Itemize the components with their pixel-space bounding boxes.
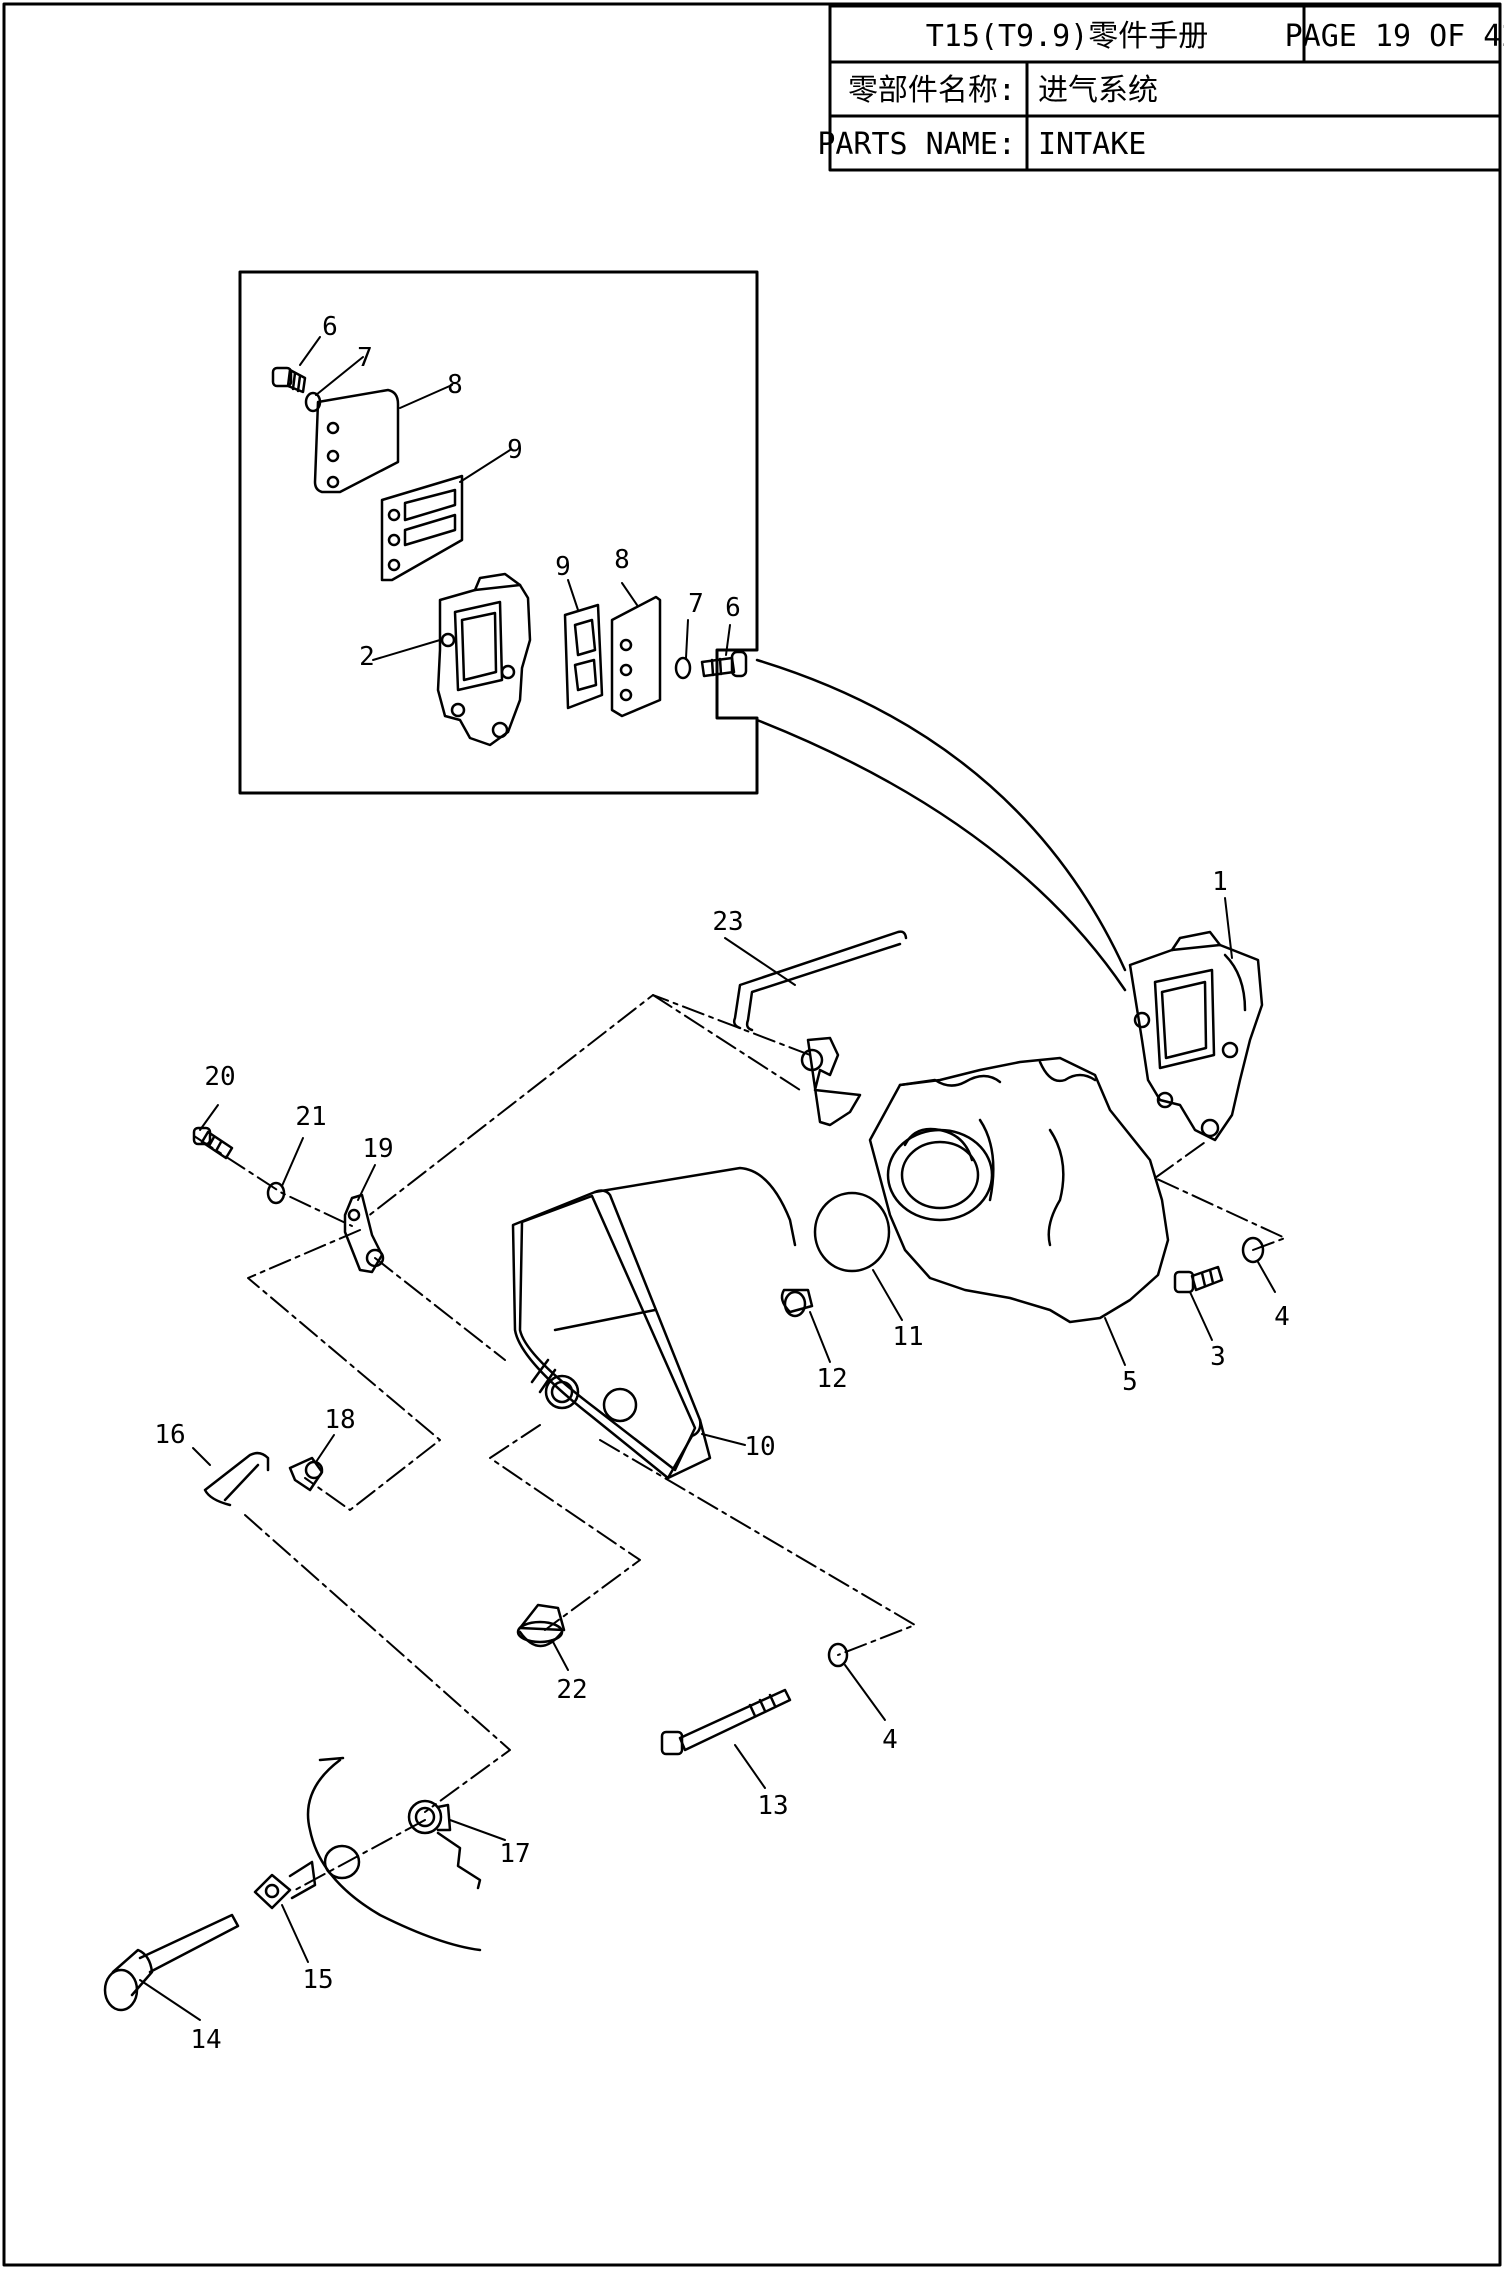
callout-11: 11	[892, 1322, 923, 1352]
title-block: T15(T9.9)零件手册 PAGE 19 OF 42 零部件名称: 进气系统 …	[817, 4, 1504, 172]
callout-5: 5	[1122, 1367, 1138, 1397]
callout-4-lower: 4	[882, 1725, 898, 1755]
callout-7-inset-right: 7	[688, 589, 704, 619]
callout-9-inset-top: 9	[507, 435, 523, 465]
intake-manifold-5	[868, 1056, 1170, 1324]
callout-22: 22	[556, 1675, 587, 1705]
callout-20: 20	[204, 1062, 235, 1092]
callout-8-inset-top: 8	[447, 370, 463, 400]
assembly-centerlines	[193, 994, 1286, 1891]
callout-8-inset-right: 8	[614, 545, 630, 575]
plug-22	[516, 1603, 566, 1648]
parts-name-label-cn: 零部件名称:	[848, 73, 1016, 108]
callout-14: 14	[190, 2025, 221, 2055]
inset-link-arc-top	[755, 658, 1127, 972]
o-ring-11	[813, 1191, 891, 1273]
leader-lines	[139, 336, 1276, 2021]
bolt-3	[1173, 1265, 1224, 1294]
grommet-12	[780, 1288, 814, 1318]
parts-name-value-en: INTAKE	[1038, 127, 1146, 162]
reed-petal-9-top	[380, 474, 464, 582]
callout-numbers: 6 7 8 9 2 9 8 7 6 1 23 20 21 19 3 4 5 11…	[154, 312, 1289, 2055]
rod-16	[203, 1451, 270, 1507]
throttle-linkage	[800, 1036, 862, 1127]
parts-name-label-en: PARTS NAME:	[817, 127, 1016, 162]
callout-2: 2	[359, 642, 375, 672]
manual-title: T15(T9.9)零件手册	[926, 19, 1209, 54]
intake-silencer-10	[511, 1166, 797, 1480]
callout-3: 3	[1210, 1342, 1226, 1372]
callout-18: 18	[324, 1405, 355, 1435]
reed-stopper-8-right	[610, 595, 662, 718]
callout-21: 21	[295, 1102, 326, 1132]
callout-1: 1	[1212, 867, 1228, 897]
link-rod-23	[732, 930, 908, 1032]
callout-13: 13	[757, 1791, 788, 1821]
callout-16: 16	[154, 1420, 185, 1450]
callout-6-inset-right: 6	[725, 593, 741, 623]
washer-4-lower	[827, 1642, 849, 1668]
washer-4-right	[1241, 1236, 1265, 1264]
bolt-6-inset-right	[700, 650, 748, 678]
reed-petal-9-right	[563, 603, 604, 710]
callout-23: 23	[712, 907, 743, 937]
bottom-cowling	[306, 1756, 482, 1952]
callout-9-inset-right: 9	[555, 552, 571, 582]
clip-18	[288, 1456, 324, 1492]
callout-10: 10	[744, 1432, 775, 1462]
choke-knob-14	[103, 1913, 240, 2012]
callout-15: 15	[302, 1965, 333, 1995]
long-bolt-13	[660, 1688, 792, 1756]
callout-19: 19	[362, 1134, 393, 1164]
bracket-19	[343, 1193, 385, 1274]
page-number: PAGE 19 OF 42	[1285, 19, 1504, 54]
bolt-6-inset-top	[271, 366, 307, 394]
parts-name-value-cn: 进气系统	[1038, 73, 1158, 108]
callout-17: 17	[499, 1839, 530, 1869]
reed-stopper-8-top	[313, 388, 400, 494]
reed-valve-body-2	[436, 572, 532, 747]
fitting-15	[253, 1860, 317, 1910]
bolt-20	[192, 1126, 234, 1160]
washer-7-inset-right	[674, 656, 692, 680]
reed-valve-inset	[238, 270, 759, 795]
callout-6-inset-top: 6	[322, 312, 338, 342]
callout-12: 12	[816, 1364, 847, 1394]
callout-4-right: 4	[1274, 1302, 1290, 1332]
grommet-17	[407, 1799, 452, 1835]
callout-7-inset-top: 7	[357, 343, 373, 373]
inset-link-arc-bottom	[755, 718, 1127, 992]
reed-valve-assembly-1	[1128, 930, 1264, 1142]
